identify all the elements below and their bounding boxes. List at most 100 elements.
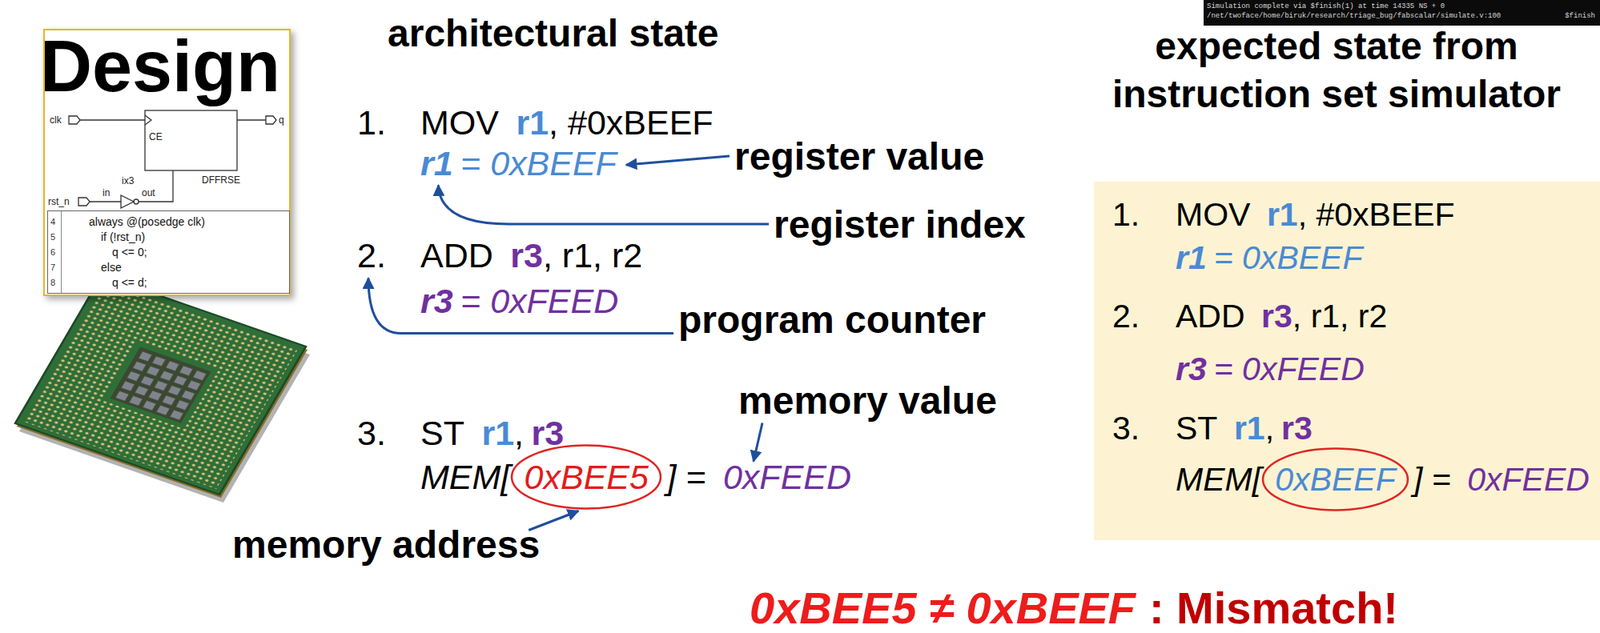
text-row: 1.MOV r1, #0xBEEF <box>1112 196 1456 234</box>
register-name: r1 <box>1175 239 1207 278</box>
leader-arrow <box>626 156 730 165</box>
register-name: r3 <box>1261 297 1293 336</box>
statement-text: , <box>1265 410 1275 448</box>
annotation: register index <box>773 202 1026 247</box>
schematic-wires <box>68 110 277 209</box>
text-row: r1= 0xBEEF <box>1175 239 1363 278</box>
step-number: 3. <box>357 414 421 454</box>
annotation: memory value <box>738 378 997 423</box>
annotation: register value <box>734 134 985 179</box>
line-number: 6 <box>50 245 56 260</box>
statement-text: MOV <box>420 103 499 143</box>
statement-text: , r1, r2 <box>1292 297 1387 336</box>
text-row: 1.MOV r1, #0xBEEF <box>357 103 714 143</box>
statement-text: ADD <box>1175 297 1246 336</box>
text-row: MEM[ 0xBEE5 ] = 0xFEED <box>420 444 852 511</box>
statement-text: , #0xBEEF <box>548 103 714 143</box>
pin-label: rst_n <box>48 196 70 208</box>
step-number: 2. <box>1112 297 1176 336</box>
leader-arrow <box>368 278 674 334</box>
design-image-frame: Designalways @(posedge clk)if (!rst_n)q … <box>43 28 291 297</box>
memory-text: ] = <box>1413 461 1452 499</box>
step-number: 3. <box>1112 410 1176 448</box>
chip-edge <box>16 278 308 499</box>
annotation: memory address <box>232 522 540 567</box>
cell-name: ix3 <box>121 175 134 187</box>
leader-arrow <box>438 185 769 226</box>
memory-value: 0xFEED <box>723 458 852 498</box>
register-value: = 0xFEED <box>1214 350 1365 389</box>
line-number: 8 <box>50 275 56 290</box>
register-name: r3 <box>420 281 454 322</box>
step-number: 1. <box>357 103 421 143</box>
statement-text: , #0xBEEF <box>1298 196 1456 234</box>
terminal-line: $finish <box>1564 12 1596 21</box>
statement-text: , <box>514 414 524 454</box>
text-row: 3.ST r1,r3 <box>1112 410 1313 448</box>
mismatch-text: : Mismatch! <box>1149 586 1399 632</box>
text-row: r3= 0xFEED <box>1175 350 1365 389</box>
column-heading: expected state from instruction set simu… <box>1080 22 1593 119</box>
annotation: program counter <box>678 297 986 342</box>
statement-text: , r1, r2 <box>542 236 643 276</box>
text-row: r1= 0xBEEF <box>420 144 617 184</box>
text-row: MEM[0xBEEF] =0xFEED <box>1175 447 1590 513</box>
column-heading: architectural state <box>387 11 720 56</box>
text-row: 2.ADD r3, r1, r2 <box>1112 297 1387 336</box>
memory-text: MEM[ <box>1175 461 1262 499</box>
mismatch-text: 0xBEE5 ≠ 0xBEEF <box>749 586 1136 632</box>
code-line: if (!rst_n) <box>100 229 145 245</box>
chip-body <box>15 275 306 495</box>
register-name: r3 <box>1175 350 1207 389</box>
ellipse-stroke <box>511 446 661 510</box>
pin-label: clk <box>49 114 62 126</box>
statement-text: ST <box>420 414 465 454</box>
pin-label: CE <box>148 131 163 143</box>
cell-name: DFFRSE <box>201 174 241 186</box>
code-line: else <box>100 260 122 275</box>
pin-label: out <box>141 187 156 199</box>
memory-text: ] = <box>666 458 706 498</box>
statement-text: MOV <box>1175 196 1251 234</box>
register-value: = 0xFEED <box>460 281 619 322</box>
register-name: r1 <box>1234 410 1266 448</box>
register-name: r1 <box>1266 196 1299 234</box>
line-number: 7 <box>50 260 56 275</box>
text-row: r3= 0xFEED <box>420 281 619 322</box>
pin-label: q <box>278 114 285 126</box>
step-number: 2. <box>357 236 421 276</box>
register-name: r1 <box>481 414 515 454</box>
mismatch-circle: 0xBEEF <box>1261 447 1410 513</box>
code-line: q <= d; <box>112 275 148 290</box>
pin-label: in <box>102 187 110 199</box>
terminal-line: Simulation complete via $finish(1) at ti… <box>1206 2 1445 12</box>
statement-text: ADD <box>420 236 494 276</box>
leader-arrow <box>753 423 763 463</box>
ellipse-stroke <box>1262 449 1408 511</box>
text-row: 3.STr1,r3 <box>357 414 564 454</box>
register-name: r3 <box>510 236 543 276</box>
register-value: = 0xBEEF <box>460 144 617 184</box>
text-row: 2.ADD r3, r1, r2 <box>357 236 643 276</box>
register-name: r1 <box>420 144 454 184</box>
step-number: 1. <box>1112 196 1176 234</box>
line-number: 5 <box>50 229 56 245</box>
memory-text: MEM[ <box>420 458 511 498</box>
terminal-line: /net/twoface/home/biruk/research/triage_… <box>1206 12 1501 21</box>
code-listing-box: always @(posedge clk)if (!rst_n)q <= 0;e… <box>47 210 290 294</box>
register-name: r3 <box>1281 410 1313 448</box>
circled-address: 0xBEE5 <box>524 458 649 498</box>
register-value: = 0xBEEF <box>1214 239 1363 278</box>
circled-address: 0xBEEF <box>1274 461 1395 499</box>
statement-text: ST <box>1175 410 1218 448</box>
terminal-screenshot: Simulation complete via $finish(1) at ti… <box>1203 0 1600 26</box>
mismatch-circle: 0xBEE5 <box>510 444 663 511</box>
text-row: 0xBEE5 ≠ 0xBEEF : Mismatch! <box>749 586 1399 632</box>
expected-state-panel: 1.MOVr1, #0xBEEFr1= 0xBEEF2.ADDr3, r1, r… <box>1093 181 1600 541</box>
line-number: 4 <box>50 214 56 230</box>
register-name: r1 <box>515 103 549 143</box>
design-title: Design <box>40 30 281 103</box>
code-line: always @(posedge clk) <box>88 214 206 230</box>
code-line: q <= 0; <box>112 245 148 260</box>
